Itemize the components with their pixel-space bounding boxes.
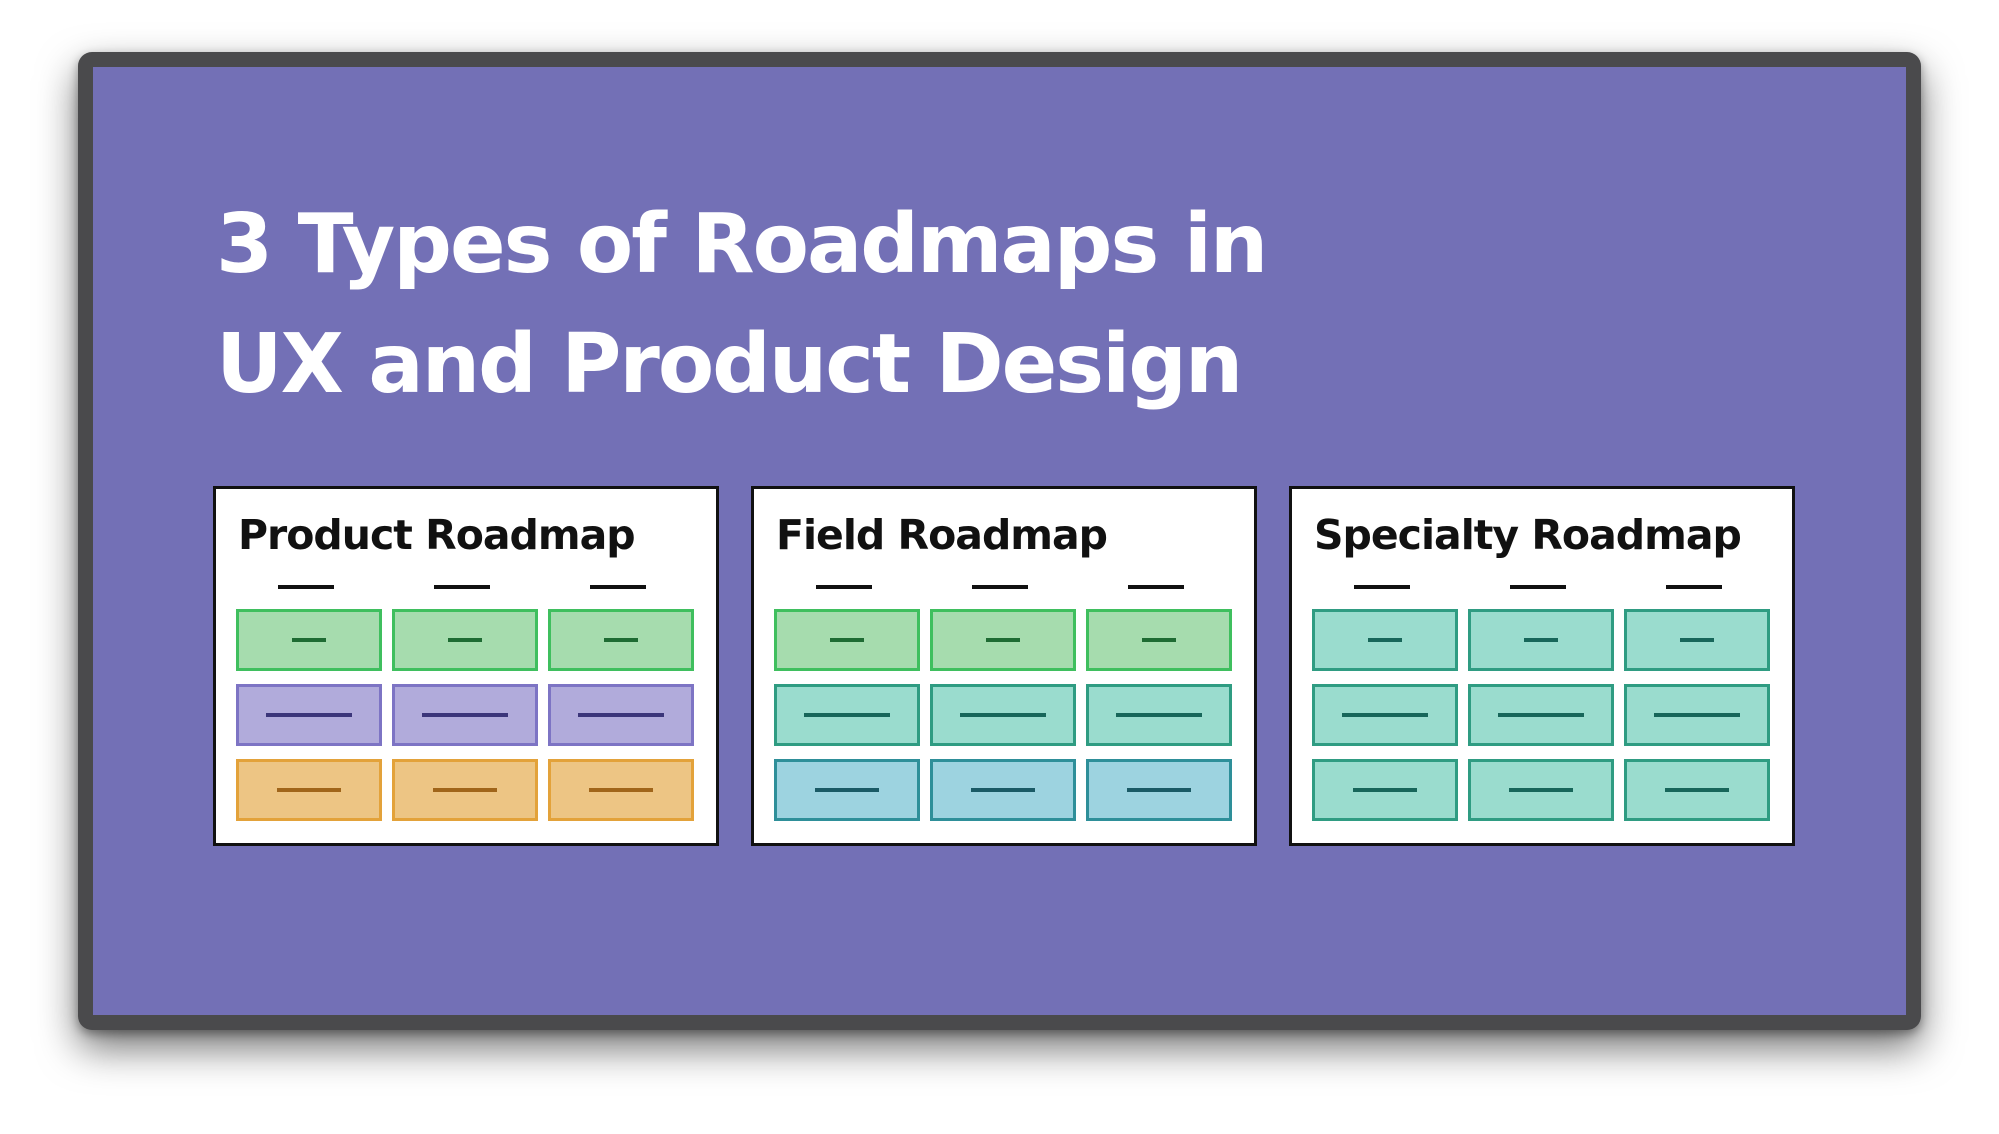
roadmap-cell-green	[236, 609, 382, 671]
cell-dash	[1524, 638, 1558, 642]
cell-dash	[422, 713, 508, 717]
cell-dash	[1142, 638, 1176, 642]
cell-dash	[1342, 713, 1428, 717]
roadmap-card-title: Field Roadmap	[776, 511, 1108, 559]
roadmap-cell-purple	[236, 684, 382, 746]
roadmap-cell-blue	[1086, 759, 1232, 821]
cell-dash	[1680, 638, 1714, 642]
roadmap-cell-green	[1086, 609, 1232, 671]
roadmap-card-title: Product Roadmap	[238, 511, 636, 559]
cell-dash	[578, 713, 664, 717]
cell-dash	[1368, 638, 1402, 642]
slide-title-line-1: 3 Types of Roadmaps in	[216, 197, 1268, 292]
column-header-dash	[1666, 585, 1722, 589]
column-header-dash	[278, 585, 334, 589]
roadmap-cell-blue	[774, 759, 920, 821]
column-header-dash	[590, 585, 646, 589]
roadmap-cell-teal	[1468, 759, 1614, 821]
cell-dash	[433, 788, 497, 792]
roadmap-cell-green	[774, 609, 920, 671]
cell-dash	[292, 638, 326, 642]
column-header-dash	[1128, 585, 1184, 589]
cell-dash	[1654, 713, 1740, 717]
roadmap-cell-teal	[1468, 609, 1614, 671]
roadmap-cell-purple	[392, 684, 538, 746]
roadmap-cell-orange	[548, 759, 694, 821]
column-header-dash	[1354, 585, 1410, 589]
cell-dash	[277, 788, 341, 792]
slide-title-line-2: UX and Product Design	[216, 317, 1243, 412]
cell-dash	[830, 638, 864, 642]
roadmap-cell-purple	[548, 684, 694, 746]
roadmap-cell-teal	[1624, 759, 1770, 821]
cell-dash	[960, 713, 1046, 717]
roadmap-card-title: Specialty Roadmap	[1314, 511, 1742, 559]
cell-dash	[1127, 788, 1191, 792]
cell-dash	[815, 788, 879, 792]
roadmap-cell-orange	[392, 759, 538, 821]
slide-title: 3 Types of Roadmaps in UX and Product De…	[216, 185, 1268, 425]
cell-dash	[266, 713, 352, 717]
roadmap-cell-green	[930, 609, 1076, 671]
column-header-dash	[1510, 585, 1566, 589]
roadmap-cell-orange	[236, 759, 382, 821]
roadmap-cell-green	[392, 609, 538, 671]
roadmap-cell-teal	[1086, 684, 1232, 746]
roadmap-cell-green	[548, 609, 694, 671]
roadmap-card-specialty: Specialty Roadmap	[1289, 486, 1795, 846]
roadmap-cell-teal	[774, 684, 920, 746]
cell-dash	[1116, 713, 1202, 717]
cell-dash	[1509, 788, 1573, 792]
cell-dash	[448, 638, 482, 642]
roadmap-cell-teal	[1468, 684, 1614, 746]
cell-dash	[971, 788, 1035, 792]
cell-dash	[604, 638, 638, 642]
column-header-dash	[816, 585, 872, 589]
cell-dash	[589, 788, 653, 792]
roadmap-cell-teal	[1624, 684, 1770, 746]
roadmap-cell-teal	[1312, 609, 1458, 671]
cell-dash	[1498, 713, 1584, 717]
roadmap-cell-teal	[1312, 684, 1458, 746]
cell-dash	[1665, 788, 1729, 792]
roadmap-cell-teal	[1624, 609, 1770, 671]
roadmap-cell-blue	[930, 759, 1076, 821]
column-header-dash	[434, 585, 490, 589]
cell-dash	[986, 638, 1020, 642]
roadmap-card-product: Product Roadmap	[213, 486, 719, 846]
roadmap-card-field: Field Roadmap	[751, 486, 1257, 846]
column-header-dash	[972, 585, 1028, 589]
cell-dash	[1353, 788, 1417, 792]
roadmap-cell-teal	[930, 684, 1076, 746]
cell-dash	[804, 713, 890, 717]
roadmap-cell-teal	[1312, 759, 1458, 821]
